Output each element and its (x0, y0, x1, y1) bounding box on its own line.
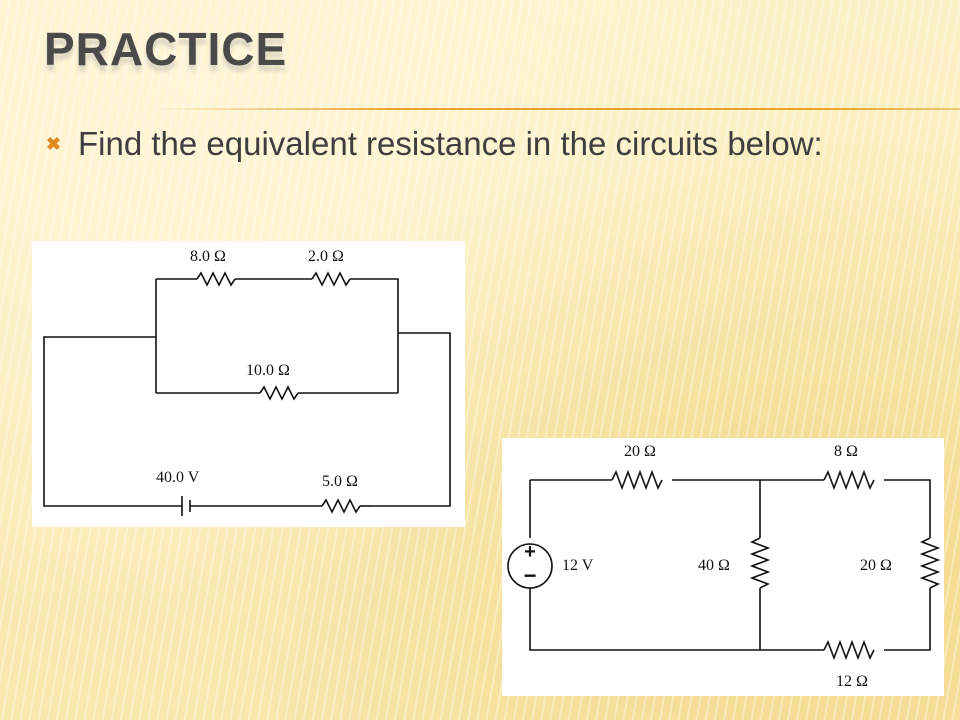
battery-40v (181, 496, 191, 516)
resistor-8ohm (196, 271, 236, 287)
label-20ohm-right: 20 Ω (860, 557, 892, 574)
label-40ohm: 40 Ω (698, 557, 730, 574)
label-12ohm: 12 Ω (836, 673, 868, 690)
plus-sign: + (524, 541, 536, 563)
label-2ohm: 2.0 Ω (308, 248, 344, 265)
resistor-5ohm (321, 498, 361, 514)
label-5ohm: 5.0 Ω (322, 473, 358, 490)
resistor-40ohm (749, 537, 771, 589)
bullet-icon: ✖ (46, 134, 62, 154)
instruction-text: Find the equivalent resistance in the ci… (78, 125, 823, 162)
label-40v: 40.0 V (156, 469, 200, 486)
label-8ohm: 8.0 Ω (190, 248, 226, 265)
title-divider (150, 108, 960, 110)
label-10ohm: 10.0 Ω (246, 362, 290, 379)
resistor-10ohm (259, 385, 299, 401)
label-20ohm-top: 20 Ω (624, 443, 656, 460)
resistor-8ohm (823, 469, 875, 491)
resistor-2ohm (311, 271, 351, 287)
minus-sign: − (524, 563, 537, 588)
label-12v: 12 V (562, 557, 594, 574)
resistor-20ohm-right (919, 537, 941, 589)
circuit-diagram-2: + − 20 Ω 8 Ω 12 V 40 Ω 20 Ω 12 Ω (502, 438, 944, 696)
resistor-20ohm-top (611, 469, 663, 491)
slide-title: PRACTICE (44, 23, 288, 75)
resistor-12ohm (823, 639, 875, 661)
label-8ohm: 8 Ω (834, 443, 858, 460)
circuit-diagram-1: 8.0 Ω 2.0 Ω 10.0 Ω 40.0 V 5.0 Ω (32, 241, 465, 527)
